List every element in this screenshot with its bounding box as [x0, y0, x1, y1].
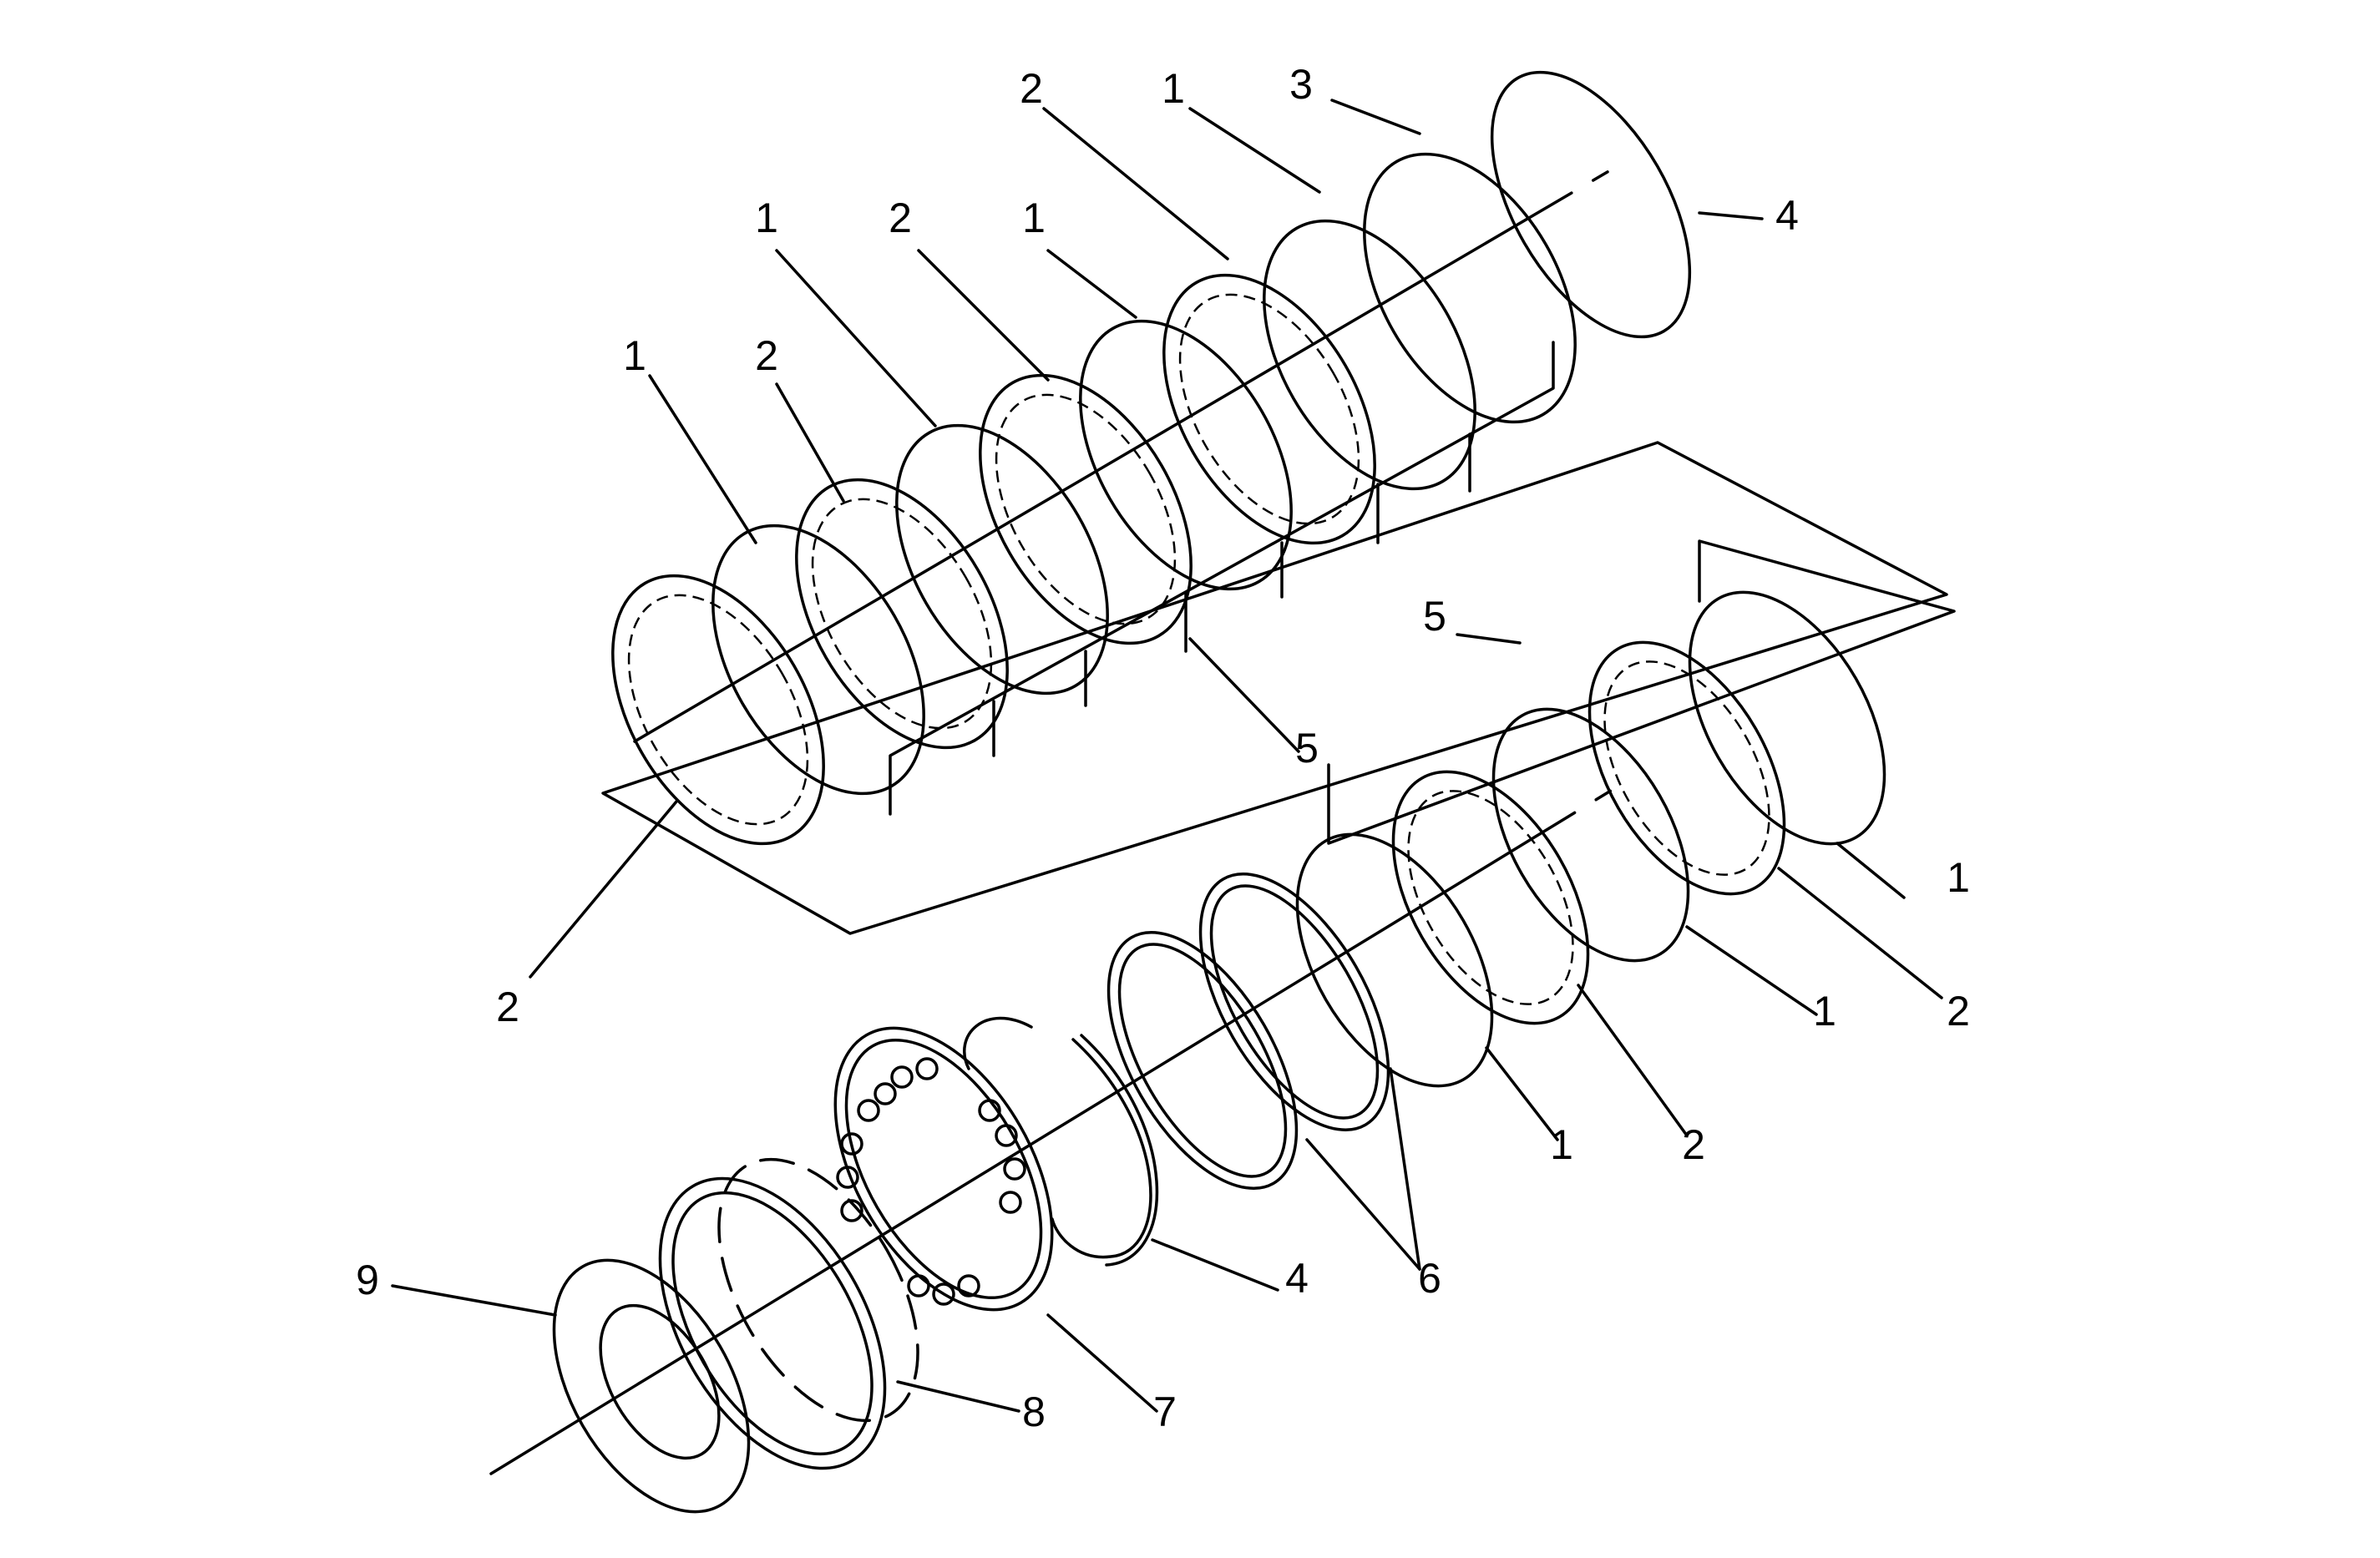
clutch-plate — [1491, 707, 1690, 963]
upper-bracket — [889, 341, 1555, 816]
clutch-plate — [1363, 152, 1577, 424]
callout-c16: 2 — [1682, 1121, 1705, 1168]
clutch-plate-inner — [811, 498, 993, 730]
callout-c13: 1 — [1947, 854, 1970, 901]
thrust-washer — [552, 1258, 751, 1514]
upper-axis-line — [633, 65, 1789, 743]
clutch-plate-inner — [1407, 790, 1574, 1005]
lower-plate-stack — [963, 590, 1886, 1267]
clutch-plate — [979, 373, 1193, 645]
callout-c10: 5 — [1423, 593, 1446, 640]
callout-c2: 2 — [755, 332, 778, 379]
clutch-plate-inner — [1603, 660, 1770, 876]
snap-ring — [1490, 70, 1692, 339]
snap-ring-lower-inner — [1080, 1034, 1159, 1267]
clutch-plate — [1588, 640, 1786, 896]
clutch-plate — [1263, 219, 1476, 491]
seal-ring-inner — [1209, 884, 1380, 1120]
callout-c1: 1 — [623, 332, 646, 379]
piston-back — [717, 1157, 919, 1423]
callout-c3: 1 — [755, 195, 778, 241]
snap-ring-lower-top — [963, 1016, 1033, 1070]
callout-c7: 1 — [1162, 65, 1185, 112]
callout-c8: 3 — [1289, 61, 1313, 108]
clutch-plate-inner — [1178, 293, 1360, 525]
callout-c22: 9 — [356, 1257, 379, 1303]
spring-retainer-inner — [844, 1039, 1043, 1299]
upper-plate-group-outline — [601, 441, 1948, 935]
callout-c12: 2 — [496, 984, 519, 1030]
clutch-plate — [1295, 832, 1494, 1088]
callout-c14: 2 — [1947, 988, 1970, 1034]
piston-outer — [658, 1176, 887, 1470]
seal-ring — [1106, 931, 1299, 1190]
callout-c15: 1 — [1813, 988, 1836, 1034]
clutch-plate — [1162, 273, 1376, 545]
clutch-plate — [611, 574, 825, 846]
clutch-plate-inner — [995, 393, 1177, 625]
spring-retainer — [833, 1026, 1054, 1312]
upper-plate-stack — [611, 70, 1692, 846]
lower-plate-group-outline — [1327, 539, 1956, 845]
callout-labels: 1 2 1 2 1 2 1 3 4 5 5 2 1 2 1 2 1 6 4 7 … — [356, 61, 1970, 1435]
snap-ring-lower — [1051, 1038, 1152, 1259]
callout-c17: 1 — [1550, 1121, 1573, 1168]
washer-outer — [552, 1258, 751, 1514]
callout-c18: 6 — [1418, 1255, 1441, 1302]
callout-c5: 1 — [1022, 195, 1046, 241]
clutch-plate — [711, 524, 925, 796]
callout-c4: 2 — [889, 195, 912, 241]
clutch-plate-inner — [627, 594, 809, 826]
springs — [836, 1057, 1026, 1306]
clutch-plate — [1688, 590, 1886, 846]
callout-c21: 8 — [1022, 1389, 1046, 1435]
callout-c9: 4 — [1775, 192, 1799, 239]
spring-assembly — [833, 1026, 1054, 1312]
clutch-plate — [795, 478, 1009, 750]
leader-lines — [391, 99, 1943, 1413]
clutch-plate — [1079, 319, 1293, 591]
piston — [658, 1157, 919, 1470]
clutch-plate — [895, 423, 1109, 696]
callout-c6: 2 — [1020, 65, 1043, 112]
clutch-plate — [1391, 770, 1590, 1025]
callout-c20: 7 — [1153, 1389, 1177, 1435]
seal-ring — [1198, 873, 1390, 1131]
seal-ring-inner — [1117, 943, 1288, 1178]
lower-axis-line — [489, 620, 1889, 1475]
washer-inner — [599, 1303, 721, 1460]
callout-c11: 5 — [1295, 725, 1319, 771]
callout-c19: 4 — [1285, 1255, 1309, 1302]
